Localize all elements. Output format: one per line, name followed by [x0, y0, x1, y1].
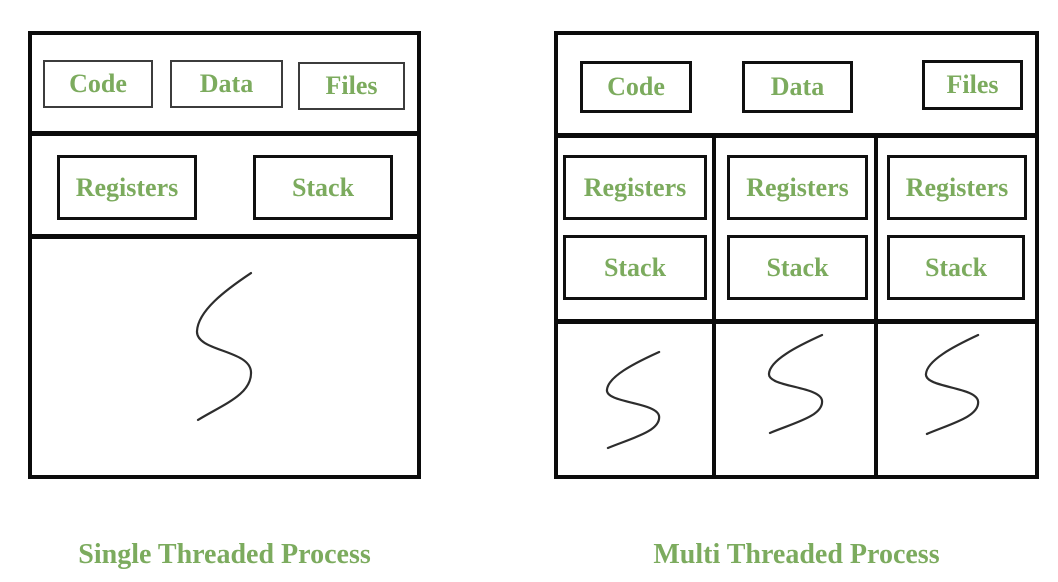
multi-files-box: Files — [922, 60, 1023, 110]
multi-registers-box-2: Registers — [727, 155, 868, 220]
multi-registers-label-2: Registers — [746, 172, 849, 202]
multi-stack-label-1: Stack — [603, 252, 667, 282]
multi-section-divider-1 — [558, 133, 1035, 138]
multi-registers-box-1: Registers — [563, 155, 707, 220]
multi-registers-label-3: Registers — [905, 172, 1009, 202]
single-code-label: Code — [69, 69, 127, 98]
single-files-box: Files — [298, 62, 405, 110]
multi-code-box: Code — [580, 61, 692, 113]
single-stack-label: Stack — [291, 172, 355, 202]
multi-registers-box-3: Registers — [887, 155, 1027, 220]
multi-code-label: Code — [607, 72, 665, 101]
single-data-label: Data — [199, 69, 254, 98]
multi-data-label: Data — [770, 72, 825, 101]
multi-stack-label-3: Stack — [924, 252, 988, 282]
thread-curve-icon-1 — [605, 350, 663, 450]
single-section-divider-1 — [32, 131, 417, 136]
multi-section-divider-2 — [558, 319, 1035, 324]
multi-threaded-caption: Multi Threaded Process — [653, 539, 940, 570]
single-registers-label: Registers — [75, 172, 179, 202]
single-data-box: Data — [170, 60, 283, 108]
single-threaded-caption: Single Threaded Process — [78, 539, 371, 570]
multi-column-divider-2 — [874, 136, 878, 475]
thread-curve-icon — [195, 270, 255, 423]
thread-curve-icon-2 — [767, 333, 826, 435]
multi-files-label: Files — [946, 70, 999, 99]
single-code-box: Code — [43, 60, 153, 108]
single-section-divider-2 — [32, 234, 417, 239]
single-files-label: Files — [325, 71, 378, 100]
multi-stack-label-2: Stack — [766, 252, 829, 282]
multi-registers-label-1: Registers — [583, 172, 687, 202]
multi-stack-box-1: Stack — [563, 235, 707, 300]
multi-data-box: Data — [742, 61, 853, 113]
single-stack-box: Stack — [253, 155, 393, 220]
multi-stack-box-2: Stack — [727, 235, 868, 300]
single-registers-box: Registers — [57, 155, 197, 220]
multi-stack-box-3: Stack — [887, 235, 1025, 300]
multi-column-divider-1 — [712, 136, 716, 475]
thread-curve-icon-3 — [924, 333, 982, 436]
